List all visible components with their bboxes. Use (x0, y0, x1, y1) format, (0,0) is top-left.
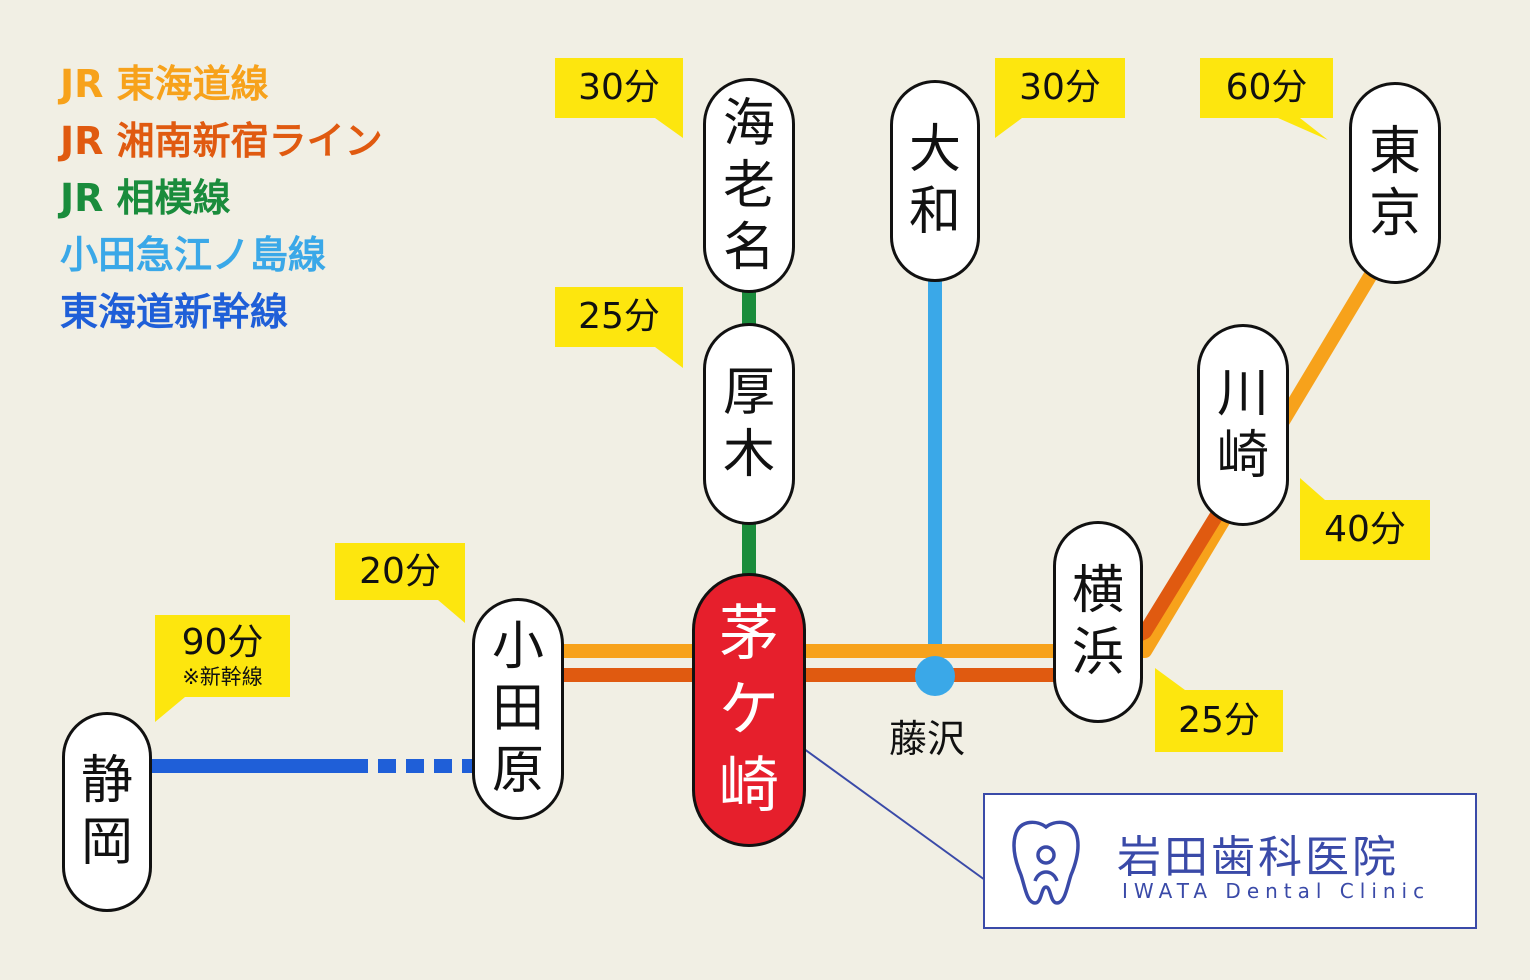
time-kawasaki: 40分 (1300, 500, 1430, 560)
callout-odawara (335, 543, 465, 623)
station-name-char: 岡 (80, 813, 133, 873)
station-name-char: 原 (491, 741, 544, 801)
station-name-char: ケ (719, 675, 779, 745)
time-shizuoka-label: 90分 (181, 622, 264, 663)
time-shizuoka-note: ※新幹線 (182, 665, 263, 689)
station-name-char: 名 (722, 217, 775, 278)
time-yokohama: 25分 (1155, 690, 1283, 752)
time-ebina-label: 30分 (578, 67, 660, 108)
callout-yokohama (1155, 668, 1283, 752)
callout-shizuoka (155, 615, 290, 722)
time-tokyo: 60分 (1200, 58, 1333, 118)
station-name-char: 老 (722, 155, 775, 216)
station-yamato[interactable]: 大和 (890, 80, 980, 282)
callout-ebina (555, 58, 683, 138)
station-kawasaki[interactable]: 川崎 (1197, 324, 1289, 526)
time-kawasaki-label: 40分 (1324, 509, 1406, 550)
time-odawara-label: 20分 (359, 550, 441, 592)
time-atsugi: 25分 (555, 287, 683, 347)
station-name-char: 和 (908, 182, 961, 242)
callout-atsugi (555, 287, 683, 368)
station-name-char: 田 (491, 679, 544, 739)
station-name-char: 東 (1368, 122, 1421, 182)
station-name-char: 大 (908, 120, 961, 180)
station-ebina[interactable]: 海老名 (703, 78, 795, 293)
legend-item-odakyu: 小田急江ノ島線 (60, 233, 327, 277)
time-ebina: 30分 (555, 58, 683, 118)
time-tokyo-label: 60分 (1225, 67, 1308, 108)
station-name-char: 横 (1071, 561, 1124, 621)
legend-item-shonan-shinjuku: JR 湘南新宿ライン (60, 119, 383, 163)
fujisawa-node (915, 656, 955, 696)
station-name-char: 京 (1368, 184, 1421, 244)
station-name-char: 海 (722, 93, 775, 154)
time-yamato: 30分 (995, 58, 1125, 118)
station-shizuoka[interactable]: 静岡 (62, 712, 152, 912)
legend-item-tokaido: JR 東海道線 (60, 62, 269, 106)
station-yokohama[interactable]: 横浜 (1053, 521, 1143, 723)
station-name-char: 静 (80, 751, 133, 811)
time-yokohama-label: 25分 (1178, 700, 1260, 741)
callout-yamato (995, 58, 1125, 138)
clinic-subtitle: IWATA Dental Clinic (1122, 879, 1431, 903)
station-name-char: 川 (1216, 364, 1269, 424)
legend-item-sagami: JR 相模線 (60, 176, 231, 220)
station-name-char: 小 (491, 617, 544, 677)
station-name-char: 厚 (722, 363, 775, 423)
time-atsugi-label: 25分 (578, 296, 660, 337)
legend-item-shinkansen: 東海道新幹線 (60, 290, 289, 334)
clinic-name: 岩田歯科医院 (1117, 832, 1399, 883)
station-chigasaki[interactable]: 茅ケ崎 (692, 573, 806, 847)
clinic-box[interactable]: 岩田歯科医院 IWATA Dental Clinic (983, 793, 1477, 929)
callout-kawasaki (1300, 478, 1430, 560)
station-fujisawa-label[interactable]: 藤沢 (889, 717, 966, 761)
station-odawara[interactable]: 小田原 (472, 598, 564, 820)
time-shizuoka: 90分 ※新幹線 (155, 615, 290, 697)
clinic-pointer-line (788, 737, 986, 881)
station-name-char: 茅 (719, 599, 779, 669)
station-atsugi[interactable]: 厚木 (703, 323, 795, 525)
tooth-icon (1012, 820, 1080, 905)
legend: JR 東海道線 JR 湘南新宿ライン JR 相模線 小田急江ノ島線 東海道新幹線 (60, 56, 383, 341)
time-odawara: 20分 (335, 543, 465, 600)
station-name-char: 浜 (1071, 623, 1124, 683)
station-name-char: 木 (722, 425, 775, 485)
time-yamato-label: 30分 (1019, 67, 1101, 108)
station-name-char: 崎 (719, 751, 779, 821)
station-tokyo[interactable]: 東京 (1349, 82, 1441, 284)
station-name-char: 崎 (1216, 426, 1269, 486)
callout-tokyo (1200, 58, 1333, 140)
